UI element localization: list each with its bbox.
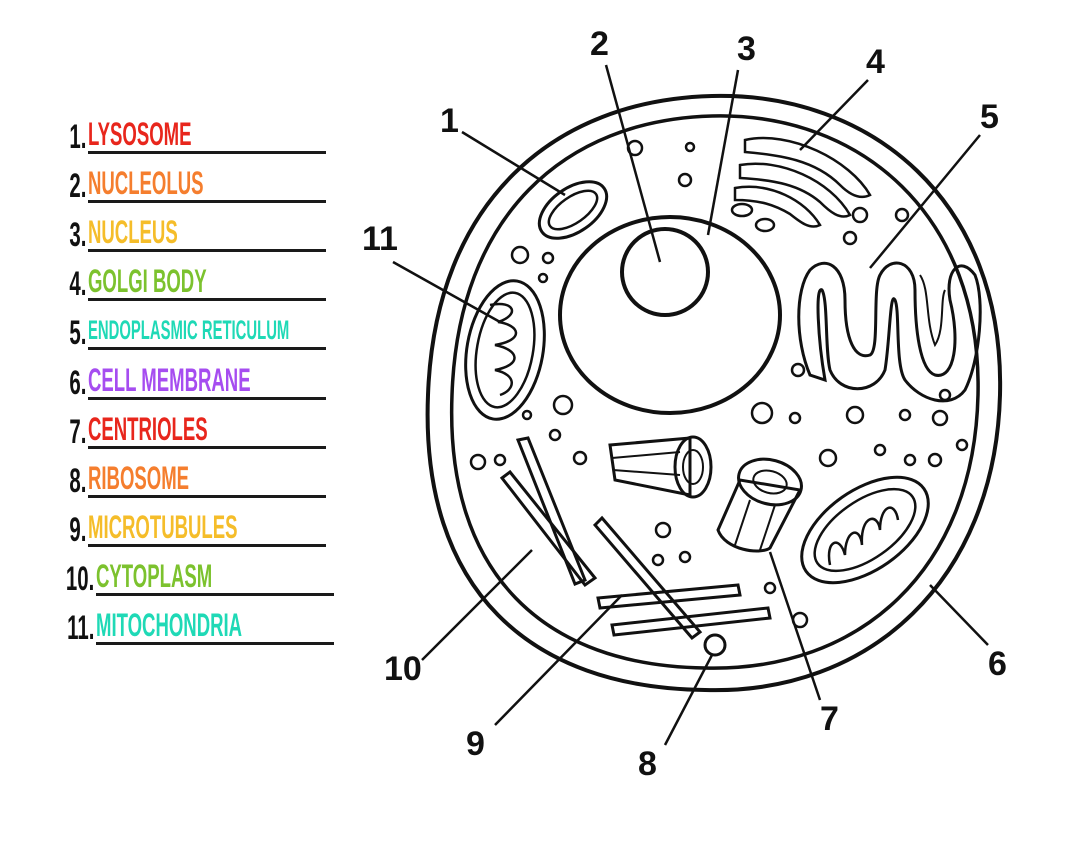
legend-label: CENTRIOLES <box>88 411 208 447</box>
legend-number: 2. <box>68 167 86 205</box>
legend-label: NUCLEUS <box>88 214 178 250</box>
legend-label: NUCLEOLUS <box>88 165 204 201</box>
mitochondrion-right <box>800 475 930 585</box>
callout-4: 4 <box>866 43 885 81</box>
answer-line <box>88 495 326 498</box>
microtubules <box>499 436 772 641</box>
callout-7: 7 <box>820 700 839 738</box>
answer-line <box>88 151 326 154</box>
answer-line <box>88 249 326 252</box>
answer-line <box>88 397 326 400</box>
callout-numbers: 1 2 3 4 5 6 7 8 9 10 11 <box>362 25 1007 783</box>
legend-label: GOLGI BODY <box>88 263 207 299</box>
legend-label: MICROTUBULES <box>88 509 238 545</box>
answer-line <box>88 200 326 203</box>
answer-line <box>96 593 334 596</box>
legend-label: MITOCHONDRIA <box>96 607 243 643</box>
legend-number: 5. <box>68 314 86 352</box>
answer-line <box>88 446 326 449</box>
vesicles <box>469 139 969 629</box>
legend-label: ENDOPLASMIC RETICULUM <box>88 315 290 345</box>
golgi-body <box>730 136 872 246</box>
answer-line <box>88 347 326 350</box>
mitochondrion-left <box>464 279 546 421</box>
legend-label: CELL MEMBRANE <box>88 362 251 398</box>
centriole-vertical <box>716 457 803 553</box>
legend-label: LYSOSOME <box>88 116 192 152</box>
answer-line <box>88 544 326 547</box>
nucleus <box>558 215 782 415</box>
answer-key-legend: 1.LYSOSOME 2.NUCLEOLUS 3.NUCLEUS 4.GOLGI… <box>0 0 360 700</box>
endoplasmic-reticulum <box>797 261 982 403</box>
centriole-horizontal <box>608 435 713 499</box>
callout-3: 3 <box>737 30 756 68</box>
legend-label: CYTOPLASM <box>96 558 213 594</box>
legend-label: RIBOSOME <box>88 460 190 496</box>
nucleolus <box>620 227 710 317</box>
callout-2: 2 <box>590 25 609 63</box>
callout-9: 9 <box>466 725 485 763</box>
callout-5: 5 <box>980 98 999 136</box>
answer-line <box>96 642 334 645</box>
ribosome <box>703 633 727 657</box>
legend-number: 7. <box>68 413 86 451</box>
legend-number: 3. <box>68 216 86 254</box>
legend-number: 1. <box>68 118 86 156</box>
cell-membrane-outer <box>425 93 1003 693</box>
legend-number: 9. <box>68 511 86 549</box>
callout-8: 8 <box>638 745 657 783</box>
leader-lines <box>392 64 989 746</box>
callout-10: 10 <box>384 650 422 688</box>
legend-number: 4. <box>68 265 86 303</box>
legend-number: 6. <box>68 364 86 402</box>
callout-6: 6 <box>988 645 1007 683</box>
legend-number: 8. <box>68 462 86 500</box>
callout-11: 11 <box>362 220 398 258</box>
legend-number: 10. <box>65 560 94 598</box>
answer-line <box>88 298 326 301</box>
legend-number: 11. <box>66 609 94 647</box>
callout-1: 1 <box>440 102 459 140</box>
